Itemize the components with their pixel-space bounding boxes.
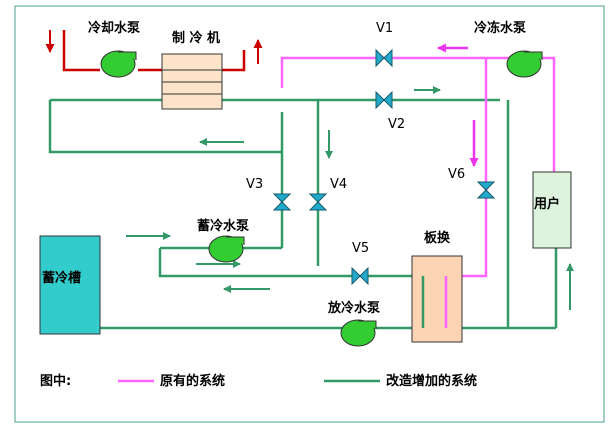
storage-tank-label: 蓄冷槽 [42,270,81,286]
storage-tank [39,235,101,335]
valve-v4-icon [308,193,328,211]
cooling-pump-label: 冷却水泵 [88,20,140,36]
valve-v2-icon [375,90,393,110]
valve-v6-icon [476,181,496,199]
valve-v5-icon [351,266,369,286]
valve-v1-label: V1 [376,21,393,36]
valve-v4-label: V4 [330,177,347,192]
storage-pump-label: 蓄冷水泵 [197,218,249,234]
valve-v1-icon [375,48,393,68]
valve-v2-label: V2 [388,117,405,132]
user-unit [532,171,572,249]
chilled-water-pump [506,50,543,78]
chilled-pump-label: 冷冻水泵 [474,20,526,36]
diagram-frame [14,5,605,423]
discharge-pump-label: 放冷水泵 [327,300,380,316]
chiller [161,53,223,110]
legend-original-label: 原有的系统 [160,373,225,389]
storage-pump [208,235,245,263]
valve-v3-label: V3 [246,177,263,192]
plate-heat-exchanger [411,255,463,343]
original-system-flow-arrows [437,43,479,167]
user-label: 用户 [533,196,560,212]
chiller-label: 制 冷 机 [172,30,220,46]
cooling-pump [100,50,137,78]
legend-added-label: 改造增加的系统 [386,373,477,389]
valve-v5-label: V5 [352,241,369,256]
cooling-water-pipes [62,30,246,72]
added-system-flow-arrows [52,86,574,316]
plate-hx-label: 板换 [424,230,451,246]
valve-v6-label: V6 [448,167,465,182]
added-system-pipes [48,98,558,330]
legend-title: 图中: [40,373,71,389]
discharge-pump [340,319,377,347]
valve-v3-icon [272,193,292,211]
